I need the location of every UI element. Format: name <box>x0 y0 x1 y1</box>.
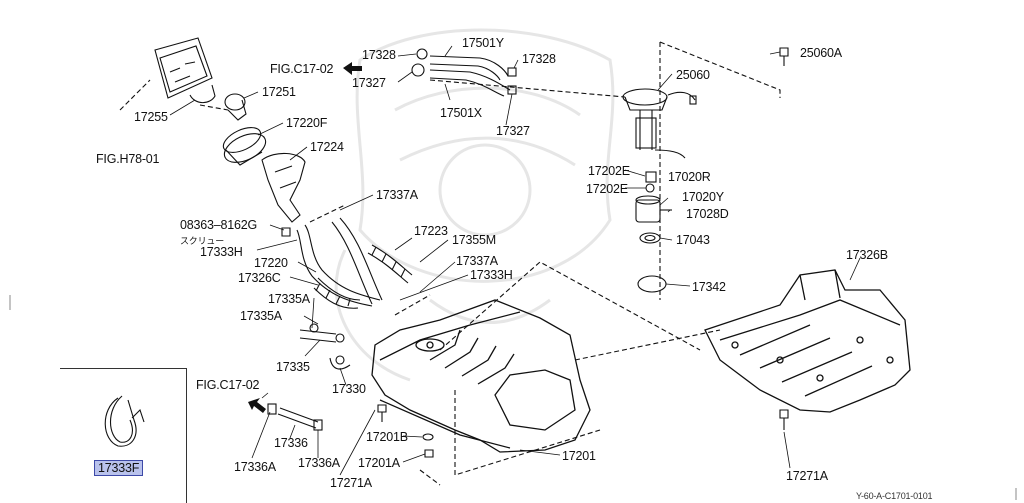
ref-fig-c17-02-top[interactable]: FIG.C17-02 <box>270 62 334 76</box>
leader-lines <box>169 45 861 476</box>
bolts-17271a <box>281 227 789 458</box>
label-17224[interactable]: 17224 <box>310 140 344 154</box>
label-17336[interactable]: 17336 <box>274 436 308 450</box>
part-17333f-clamp <box>104 395 145 447</box>
label-17355m[interactable]: 17355M <box>452 233 496 247</box>
label-17202e-b[interactable]: 17202E <box>586 182 628 196</box>
label-17335[interactable]: 17335 <box>276 360 310 374</box>
label-25060[interactable]: 25060 <box>676 68 710 82</box>
label-17330[interactable]: 17330 <box>332 382 366 396</box>
part-17501x-hose <box>429 69 511 97</box>
label-17201b[interactable]: 17201B <box>366 430 408 444</box>
label-17020r[interactable]: 17020R <box>668 170 711 184</box>
arrow-upleft-icon <box>248 398 266 413</box>
part-17336-hose <box>267 403 323 431</box>
label-17327-a[interactable]: 17327 <box>352 76 386 90</box>
label-17335a-b[interactable]: 17335A <box>240 309 282 323</box>
label-17333h-b[interactable]: 17333H <box>470 268 513 282</box>
label-17326c[interactable]: 17326C <box>238 271 281 285</box>
label-17271a-b[interactable]: 17271A <box>786 469 828 483</box>
label-17220[interactable]: 17220 <box>254 256 288 270</box>
part-17220f-seal <box>222 127 267 166</box>
label-17327-b[interactable]: 17327 <box>496 124 530 138</box>
part-17020r-filter <box>645 171 657 193</box>
watermark-emblem <box>334 28 615 382</box>
label-17223[interactable]: 17223 <box>414 224 448 238</box>
inset-box <box>60 368 187 503</box>
ref-fig-h78-01[interactable]: FIG.H78-01 <box>96 152 160 166</box>
label-17251[interactable]: 17251 <box>262 85 296 99</box>
label-17328-b[interactable]: 17328 <box>522 52 556 66</box>
label-17201[interactable]: 17201 <box>562 449 596 463</box>
arrow-left-icon <box>343 62 362 75</box>
part-17251-cap <box>224 93 247 121</box>
part-17201-fuel-tank <box>371 299 591 453</box>
label-08363-8162g[interactable]: 08363–8162G <box>180 218 258 232</box>
label-screw-note: スクリュー <box>180 236 225 246</box>
label-17333f-highlighted[interactable]: 17333F <box>94 460 144 476</box>
label-17501y[interactable]: 17501Y <box>462 36 504 50</box>
label-17337a-b[interactable]: 17337A <box>456 254 498 268</box>
label-17501x[interactable]: 17501X <box>440 106 482 120</box>
part-17223-hose <box>367 244 413 284</box>
part-17501y-hose <box>429 55 509 81</box>
label-17326b[interactable]: 17326B <box>846 248 888 262</box>
label-17271a-a[interactable]: 17271A <box>330 476 372 490</box>
part-17335-hose <box>299 323 345 343</box>
part-25060-fuel-pump <box>622 88 697 159</box>
ref-fig-c17-02-bottom[interactable]: FIG.C17-02 <box>196 378 260 392</box>
part-17043-gasket <box>639 232 661 244</box>
dashed-guide-lines <box>119 41 781 486</box>
figure-code: Y-60-A-C1701-0101 <box>856 491 933 501</box>
part-17255-plate <box>154 37 216 104</box>
part-17020y-pump <box>635 195 672 223</box>
label-17335a-a[interactable]: 17335A <box>268 292 310 306</box>
label-17028d[interactable]: 17028D <box>686 207 729 221</box>
label-17255[interactable]: 17255 <box>134 110 168 124</box>
part-17326b-heat-shield <box>704 269 911 413</box>
label-17043[interactable]: 17043 <box>676 233 710 247</box>
label-17220f[interactable]: 17220F <box>286 116 328 130</box>
label-17337a-a[interactable]: 17337A <box>376 188 418 202</box>
label-17333h-a[interactable]: 17333H <box>200 245 243 259</box>
label-17328-a[interactable]: 17328 <box>362 48 396 62</box>
label-17336a-a[interactable]: 17336A <box>234 460 276 474</box>
label-17336a-b[interactable]: 17336A <box>298 456 340 470</box>
part-17220-hose <box>296 217 383 307</box>
part-25060a-bolt <box>779 47 789 66</box>
label-17201a[interactable]: 17201A <box>358 456 400 470</box>
part-17326c-hose <box>313 277 361 309</box>
part-17330-pipe <box>329 355 351 370</box>
label-25060a[interactable]: 25060A <box>800 46 842 60</box>
label-17342[interactable]: 17342 <box>692 280 726 294</box>
part-17342-o-ring <box>637 275 667 293</box>
label-17202e-a[interactable]: 17202E <box>588 164 630 178</box>
part-17224-filler-neck <box>261 152 306 223</box>
label-17020y[interactable]: 17020Y <box>682 190 724 204</box>
